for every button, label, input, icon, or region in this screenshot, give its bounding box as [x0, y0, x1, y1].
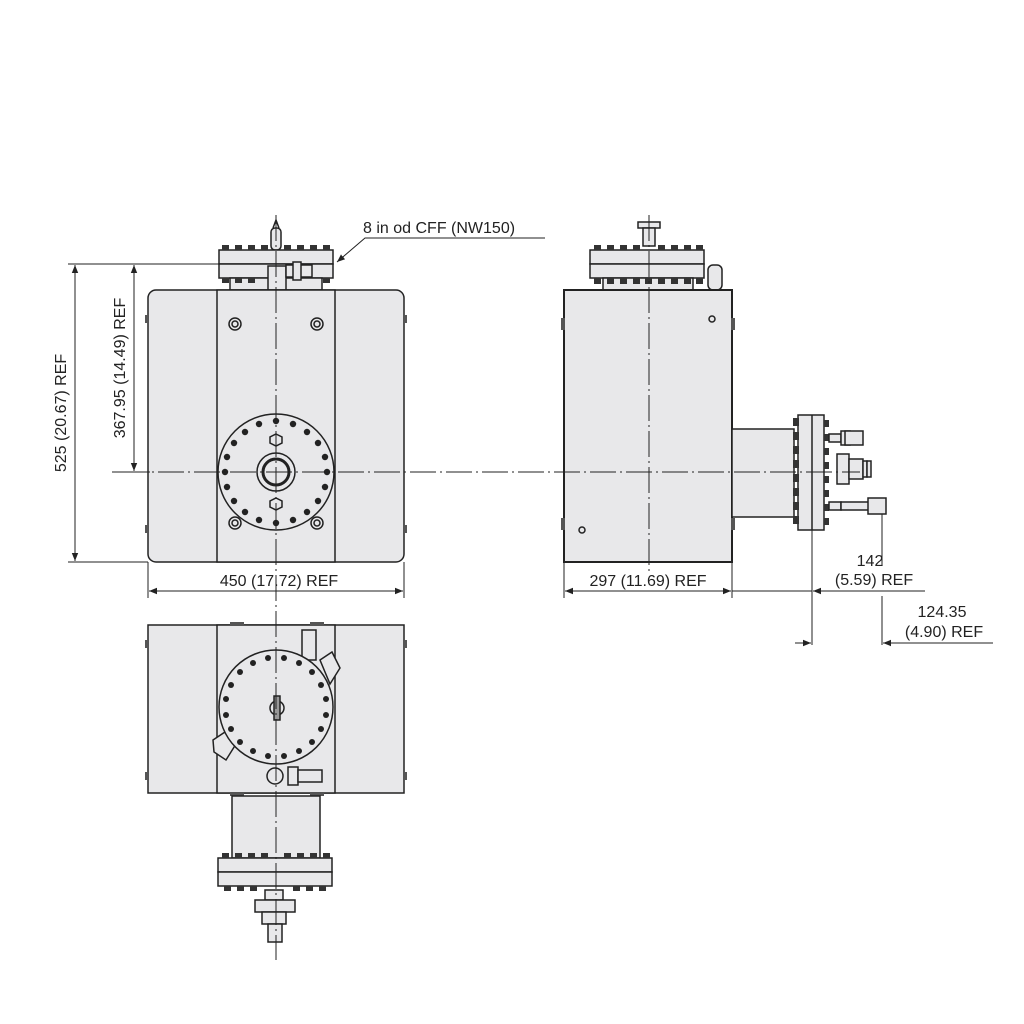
width-front-label: 450 (17.72) REF	[220, 573, 339, 590]
front-top-flange	[218, 217, 334, 291]
height-total-label: 525 (20.67) REF	[53, 354, 70, 473]
side-flange-offset-value: 142	[857, 553, 884, 570]
top-lower-flange-bolts	[222, 853, 330, 891]
side-port-offset-ref: (4.90) REF	[905, 624, 983, 641]
side-body-tabs	[561, 318, 735, 530]
height-center-label: 367.95 (14.49) REF	[112, 298, 129, 439]
side-view	[561, 221, 887, 563]
top-body-tabs	[145, 622, 407, 796]
front-port-flange-bolts	[221, 417, 331, 527]
top-center-slot	[273, 695, 281, 721]
front-side-tabs	[145, 315, 407, 533]
center-lines	[122, 215, 860, 960]
top-bracket	[301, 629, 317, 661]
side-port-tube	[731, 428, 795, 518]
side-port-feedthroughs	[828, 430, 887, 515]
top-lower-flange	[217, 857, 333, 873]
side-screw-top	[708, 315, 716, 323]
top-port-flange-bolts	[223, 655, 329, 759]
depth-side-label: 297 (11.69) REF	[589, 573, 706, 590]
front-mount-screws	[228, 317, 324, 530]
top-ear-right	[319, 650, 341, 686]
side-body	[563, 289, 733, 563]
side-screw-bottom	[578, 526, 586, 534]
side-port-flange-bolts	[793, 418, 829, 525]
front-top-flange-bolts	[222, 245, 330, 283]
side-port-offset-value: 124.35	[918, 604, 967, 621]
top-valve	[266, 766, 323, 786]
flange-callout-label: 8 in od CFF (NW150)	[363, 220, 515, 237]
side-flange-offset-ref: (5.59) REF	[835, 572, 913, 589]
dimension-lines	[68, 237, 993, 647]
top-lower-valve	[254, 889, 296, 943]
